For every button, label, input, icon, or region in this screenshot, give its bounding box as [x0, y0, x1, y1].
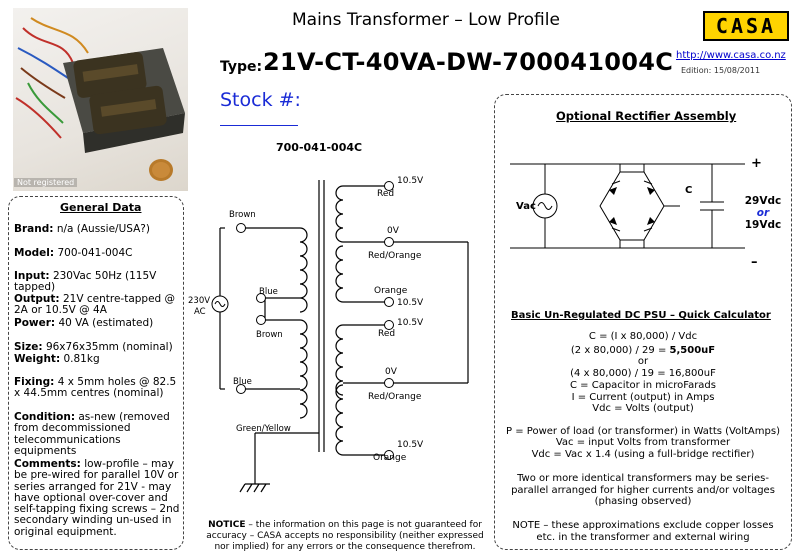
fixing-value: 4 x 5mm holes @ 82.5 x 44.5mm centres (n… — [14, 376, 177, 400]
notice-label: NOTICE — [208, 520, 246, 530]
sec2-ct-color: Red/Orange — [368, 392, 422, 402]
rectifier-output-a: 29Vdc — [744, 195, 782, 207]
sec2-top-color: Red — [378, 329, 396, 339]
rectifier-panel — [494, 94, 792, 550]
edition-date: Edition: 15/08/2011 — [681, 66, 761, 75]
comments-row: Comments: low-profile – may be pre-wired… — [14, 458, 182, 538]
page-title: Mains Transformer – Low Profile — [292, 10, 560, 30]
sec2-ct-voltage: 0V — [385, 367, 397, 377]
wire-blue-mid: Blue — [259, 287, 278, 297]
output-value: 21V centre-tapped @ 2A or 10.5V @ 4A — [14, 293, 176, 317]
general-data-heading: General Data — [60, 201, 142, 214]
rectifier-output-or: or — [756, 207, 770, 219]
photo-caption: Not registered — [14, 178, 78, 187]
input-row: Input: 230Vac 50Hz (115V tapped) — [14, 270, 182, 294]
weight-value: 0.81kg — [63, 353, 100, 365]
sec1-bottom-voltage: 10.5V — [397, 298, 424, 308]
size-label: Size: — [14, 341, 43, 353]
wire-brown-top: Brown — [229, 210, 256, 220]
rectifier-output-b: 19Vdc — [744, 219, 782, 231]
primary-input-unit: AC — [194, 307, 206, 317]
calculator-def-vac: Vac = input Volts from transformer — [555, 437, 731, 448]
size-row: Size: 96x76x35mm (nominal) — [14, 341, 182, 353]
condition-label: Condition: — [14, 411, 76, 423]
input-value: 230Vac 50Hz (115V tapped) — [14, 270, 157, 294]
brand-label: Brand: — [14, 223, 54, 235]
calculator-def-i: I = Current (output) in Amps — [571, 392, 715, 403]
sec1-top-color: Red — [377, 189, 395, 199]
sec1-ct-color: Red/Orange — [368, 251, 422, 261]
transformer-schematic — [211, 180, 469, 493]
calculator-def-vdc: Vdc = Volts (output) — [592, 403, 694, 414]
fixing-label: Fixing: — [14, 376, 55, 388]
brand-value: n/a (Aussie/USA?) — [56, 223, 150, 235]
calculator-example-2: (4 x 80,000) / 19 = 16,800uF — [570, 368, 716, 379]
sec2-bottom-color: Orange — [373, 453, 407, 463]
sec1-bottom-color: Orange — [374, 286, 408, 296]
wire-ground: Green/Yellow — [236, 424, 291, 434]
brand-row: Brand: n/a (Aussie/USA?) — [14, 223, 182, 235]
rectifier-minus: – — [751, 255, 758, 270]
model-label: Model: — [14, 247, 55, 259]
transformer-photo — [13, 8, 188, 191]
calculator-formula: C = (I x 80,000) / Vdc — [588, 331, 698, 342]
weight-label: Weight: — [14, 353, 61, 365]
sec1-ct-voltage: 0V — [387, 226, 399, 236]
type-label: Type: — [220, 59, 263, 75]
sec2-top-voltage: 10.5V — [397, 318, 424, 328]
wire-brown-mid: Brown — [256, 330, 283, 340]
comments-value: low-profile – may be pre-wired for paral… — [14, 458, 180, 538]
rectifier-schematic — [510, 163, 745, 249]
calculator-def-c: C = Capacitor in microFarads — [570, 380, 716, 391]
power-label: Power: — [14, 317, 56, 329]
stock-number-line — [220, 125, 298, 126]
sec1-top-voltage: 10.5V — [397, 176, 424, 186]
rectifier-vac-label: Vac — [516, 201, 536, 212]
disclaimer-notice: NOTICE – the information on this page is… — [200, 520, 490, 553]
general-data-panel — [8, 196, 184, 550]
size-value: 96x76x35mm (nominal) — [45, 341, 173, 353]
notice-text: – the information on this page is not gu… — [206, 520, 484, 552]
type-value: 21V-CT-40VA-DW-700041004C — [263, 48, 674, 76]
primary-input-voltage: 230V — [188, 296, 211, 306]
wire-blue-bottom: Blue — [233, 377, 252, 387]
calculator-def-p: P = Power of load (or transformer) in Wa… — [506, 426, 780, 437]
rectifier-heading: Optional Rectifier Assembly — [556, 109, 737, 123]
rectifier-cap-label: C — [685, 185, 693, 196]
calculator-heading: Basic Un-Regulated DC PSU – Quick Calcul… — [511, 310, 771, 321]
part-number: 700-041-004C — [276, 141, 363, 154]
input-label: Input: — [14, 270, 50, 282]
comments-label: Comments: — [14, 458, 81, 470]
approximation-note: NOTE – these approximations exclude copp… — [512, 520, 774, 543]
model-row: Model: 700-041-004C — [14, 247, 182, 259]
casa-logo: CASA — [703, 11, 789, 41]
condition-value: as-new (removed from decommissioned tele… — [14, 411, 170, 457]
rectifier-plus: + — [751, 156, 762, 171]
output-row: Output: 21V centre-tapped @ 2A or 10.5V … — [14, 293, 182, 317]
condition-row: Condition: as-new (removed from decommis… — [14, 411, 182, 457]
output-label: Output: — [14, 293, 60, 305]
fixing-row: Fixing: 4 x 5mm holes @ 82.5 x 44.5mm ce… — [14, 376, 182, 400]
example-1-expression: (2 x 80,000) / 29 = — [570, 345, 670, 356]
example-1-result: 5,500uF — [669, 345, 716, 356]
series-parallel-note: Two or more identical transformers may b… — [511, 473, 775, 507]
calculator-example-1: (2 x 80,000) / 29 = 5,500uF — [496, 345, 790, 357]
website-link[interactable]: http://www.casa.co.nz — [676, 50, 786, 61]
sec2-bottom-voltage: 10.5V — [397, 440, 424, 450]
stock-label: Stock #: — [220, 89, 301, 111]
weight-row: Weight: 0.81kg — [14, 353, 182, 365]
power-value: 40 VA (estimated) — [58, 317, 154, 329]
calculator-def-vdc2: Vdc = Vac x 1.4 (using a full-bridge rec… — [531, 449, 755, 460]
model-value: 700-041-004C — [57, 247, 133, 259]
calculator-or: or — [637, 356, 649, 367]
power-row: Power: 40 VA (estimated) — [14, 317, 182, 329]
transformer-illustration — [15, 17, 185, 181]
